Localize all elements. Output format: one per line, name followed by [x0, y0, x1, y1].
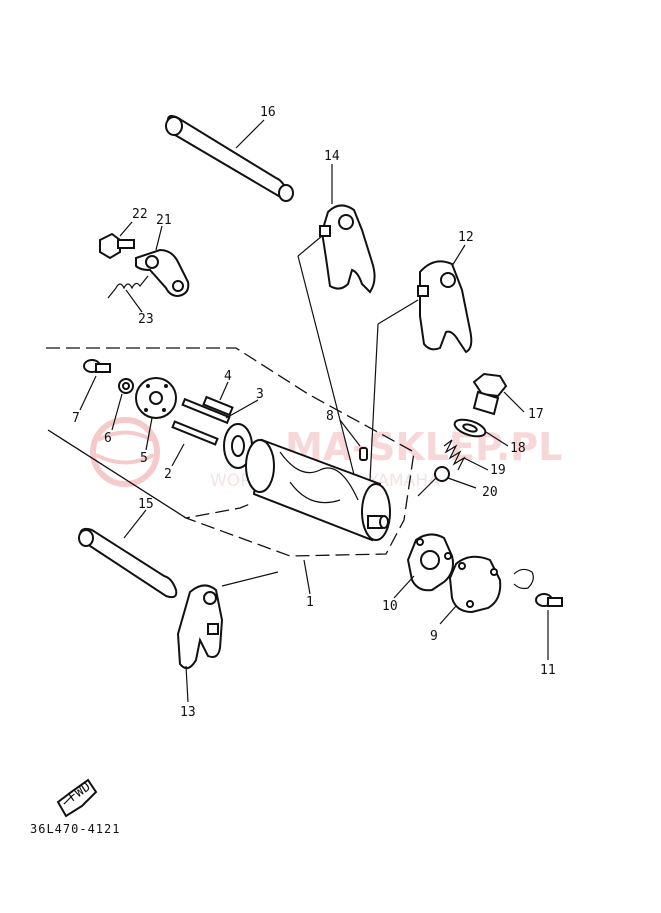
callout-2: 2	[164, 467, 172, 482]
callout-6: 6	[104, 431, 112, 446]
callout-9: 9	[430, 629, 438, 644]
part-3-pin	[181, 397, 231, 425]
part-12-shift-fork	[417, 260, 473, 354]
watermark-logo	[90, 417, 160, 487]
callout-18: 18	[510, 441, 526, 456]
part-23-spring	[107, 275, 149, 299]
callout-8: 8	[326, 409, 334, 424]
part-15-shift-fork-shaft	[78, 527, 178, 599]
callout-3: 3	[256, 387, 264, 402]
callout-17: 17	[528, 407, 544, 422]
part-20-ball	[434, 466, 450, 482]
part-6-washer	[118, 378, 134, 394]
part-7-screw	[83, 359, 111, 373]
callout-14: 14	[324, 149, 340, 164]
part-18-gasket	[453, 418, 487, 438]
callout-12: 12	[458, 230, 474, 245]
part-17-plug-bolt	[472, 372, 508, 416]
callout-11: 11	[540, 663, 556, 678]
callout-15: 15	[138, 497, 154, 512]
callout-5: 5	[140, 451, 148, 466]
part-8-pin	[359, 447, 368, 461]
callout-23: 23	[138, 312, 154, 327]
watermark-text: MA-SKLEP.PL	[285, 425, 562, 469]
part-16-shift-fork-shaft	[165, 115, 294, 202]
part-4-pin	[202, 395, 234, 417]
part-11-screw	[513, 568, 563, 607]
callout-21: 21	[156, 213, 172, 228]
callout-13: 13	[180, 705, 196, 720]
fwd-arrow-icon: FWD	[56, 778, 98, 818]
callout-7: 7	[72, 411, 80, 426]
callout-19: 19	[490, 463, 506, 478]
catalog-code: 36L470-4121	[30, 822, 121, 836]
part-14-shift-fork	[319, 204, 376, 294]
part-2-pin	[171, 420, 219, 446]
part-13-shift-fork	[176, 584, 224, 670]
part-19-spring	[443, 439, 466, 471]
part-22-bolt	[99, 232, 135, 260]
part-9-cover	[448, 555, 502, 614]
assembly-outline	[46, 347, 415, 557]
part-10-plate	[406, 533, 454, 592]
callout-10: 10	[382, 599, 398, 614]
part-21-stopper-lever	[135, 248, 190, 298]
callout-1: 1	[306, 595, 314, 610]
callout-16: 16	[260, 105, 276, 120]
callout-22: 22	[132, 207, 148, 222]
part-1-shift-drum	[223, 423, 391, 542]
callout-20: 20	[482, 485, 498, 500]
callout-4: 4	[224, 369, 232, 384]
part-5-segment	[135, 377, 177, 419]
